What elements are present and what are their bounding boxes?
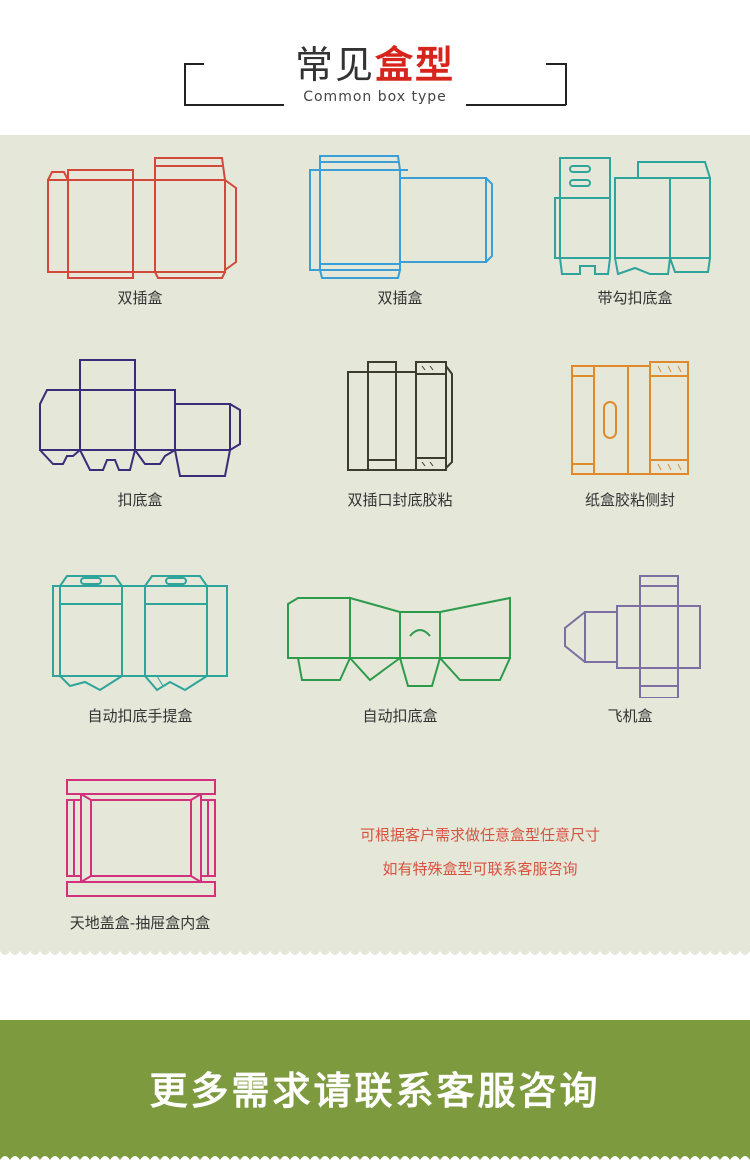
box-item-lid-drawer: 天地盖盒-抽屉盒内盒 [55, 770, 225, 933]
box-label: 飞机盒 [607, 707, 653, 725]
box-diagram [571, 361, 689, 475]
bracket-right-bottom [466, 104, 566, 106]
bracket-right-top [546, 63, 566, 65]
box-diagram [39, 359, 241, 477]
box-label: 自动扣底盒 [362, 707, 438, 725]
spacer [0, 965, 750, 1020]
scallop-edge [0, 945, 750, 955]
box-diagram [52, 575, 228, 692]
box-item-mailer: 飞机盒 [555, 568, 705, 726]
box-label: 天地盖盒-抽屉盒内盒 [69, 914, 211, 932]
page-subtitle: Common box type [303, 89, 447, 105]
title-block: 常见盒型 Common box type [0, 40, 750, 106]
box-item-auto-lock-bottom: 自动扣底盒 [280, 568, 520, 726]
box-diagram [47, 157, 237, 279]
box-item-side-glue: 纸盒胶粘侧封 [560, 352, 700, 510]
footer-cta-text: 更多需求请联系客服咨询 [149, 1069, 601, 1113]
box-diagram [564, 575, 701, 698]
box-label: 扣底盒 [117, 491, 163, 509]
box-label: 纸盒胶粘侧封 [584, 491, 675, 509]
bracket-left-bottom [184, 104, 284, 106]
box-item-tuck-glue: 双插口封底胶粘 [330, 352, 470, 510]
box-diagram [554, 157, 711, 276]
bracket-right-side [565, 63, 567, 105]
box-label: 带勾扣底盒 [597, 289, 673, 307]
header: 常见盒型 Common box type [0, 0, 750, 135]
box-label: 双插口封底胶粘 [347, 491, 453, 509]
title-highlight: 盒型 [375, 43, 456, 87]
box-diagram [66, 779, 216, 897]
note-line-2: 如有特殊盒型可联系客服咨询 [382, 860, 578, 878]
box-diagram [309, 155, 493, 279]
bracket-left-side [184, 63, 186, 105]
box-label: 双插盒 [117, 289, 163, 307]
box-item-double-tuck-1: 双插盒 [40, 150, 240, 308]
box-item-hook-bottom: 带勾扣底盒 [550, 150, 720, 308]
box-label: 双插盒 [377, 289, 423, 307]
footer-banner: 更多需求请联系客服咨询 [0, 1020, 750, 1168]
box-item-lock-bottom: 扣底盒 [35, 352, 245, 510]
box-item-handle-lock-bottom: 自动扣底手提盒 [45, 568, 235, 726]
box-diagram [347, 361, 453, 471]
box-diagram [287, 596, 511, 687]
footer-scallop-edge [0, 1156, 750, 1168]
custom-note: 可根据客户需求做任意盒型任意尺寸 如有特殊盒型可联系客服咨询 [330, 818, 630, 886]
note-line-1: 可根据客户需求做任意盒型任意尺寸 [359, 826, 600, 844]
page-title: 常见盒型 [0, 40, 750, 90]
box-item-double-tuck-2: 双插盒 [300, 150, 500, 308]
bracket-left-top [184, 63, 204, 65]
title-plain: 常见 [294, 43, 375, 87]
box-label: 自动扣底手提盒 [87, 707, 193, 725]
